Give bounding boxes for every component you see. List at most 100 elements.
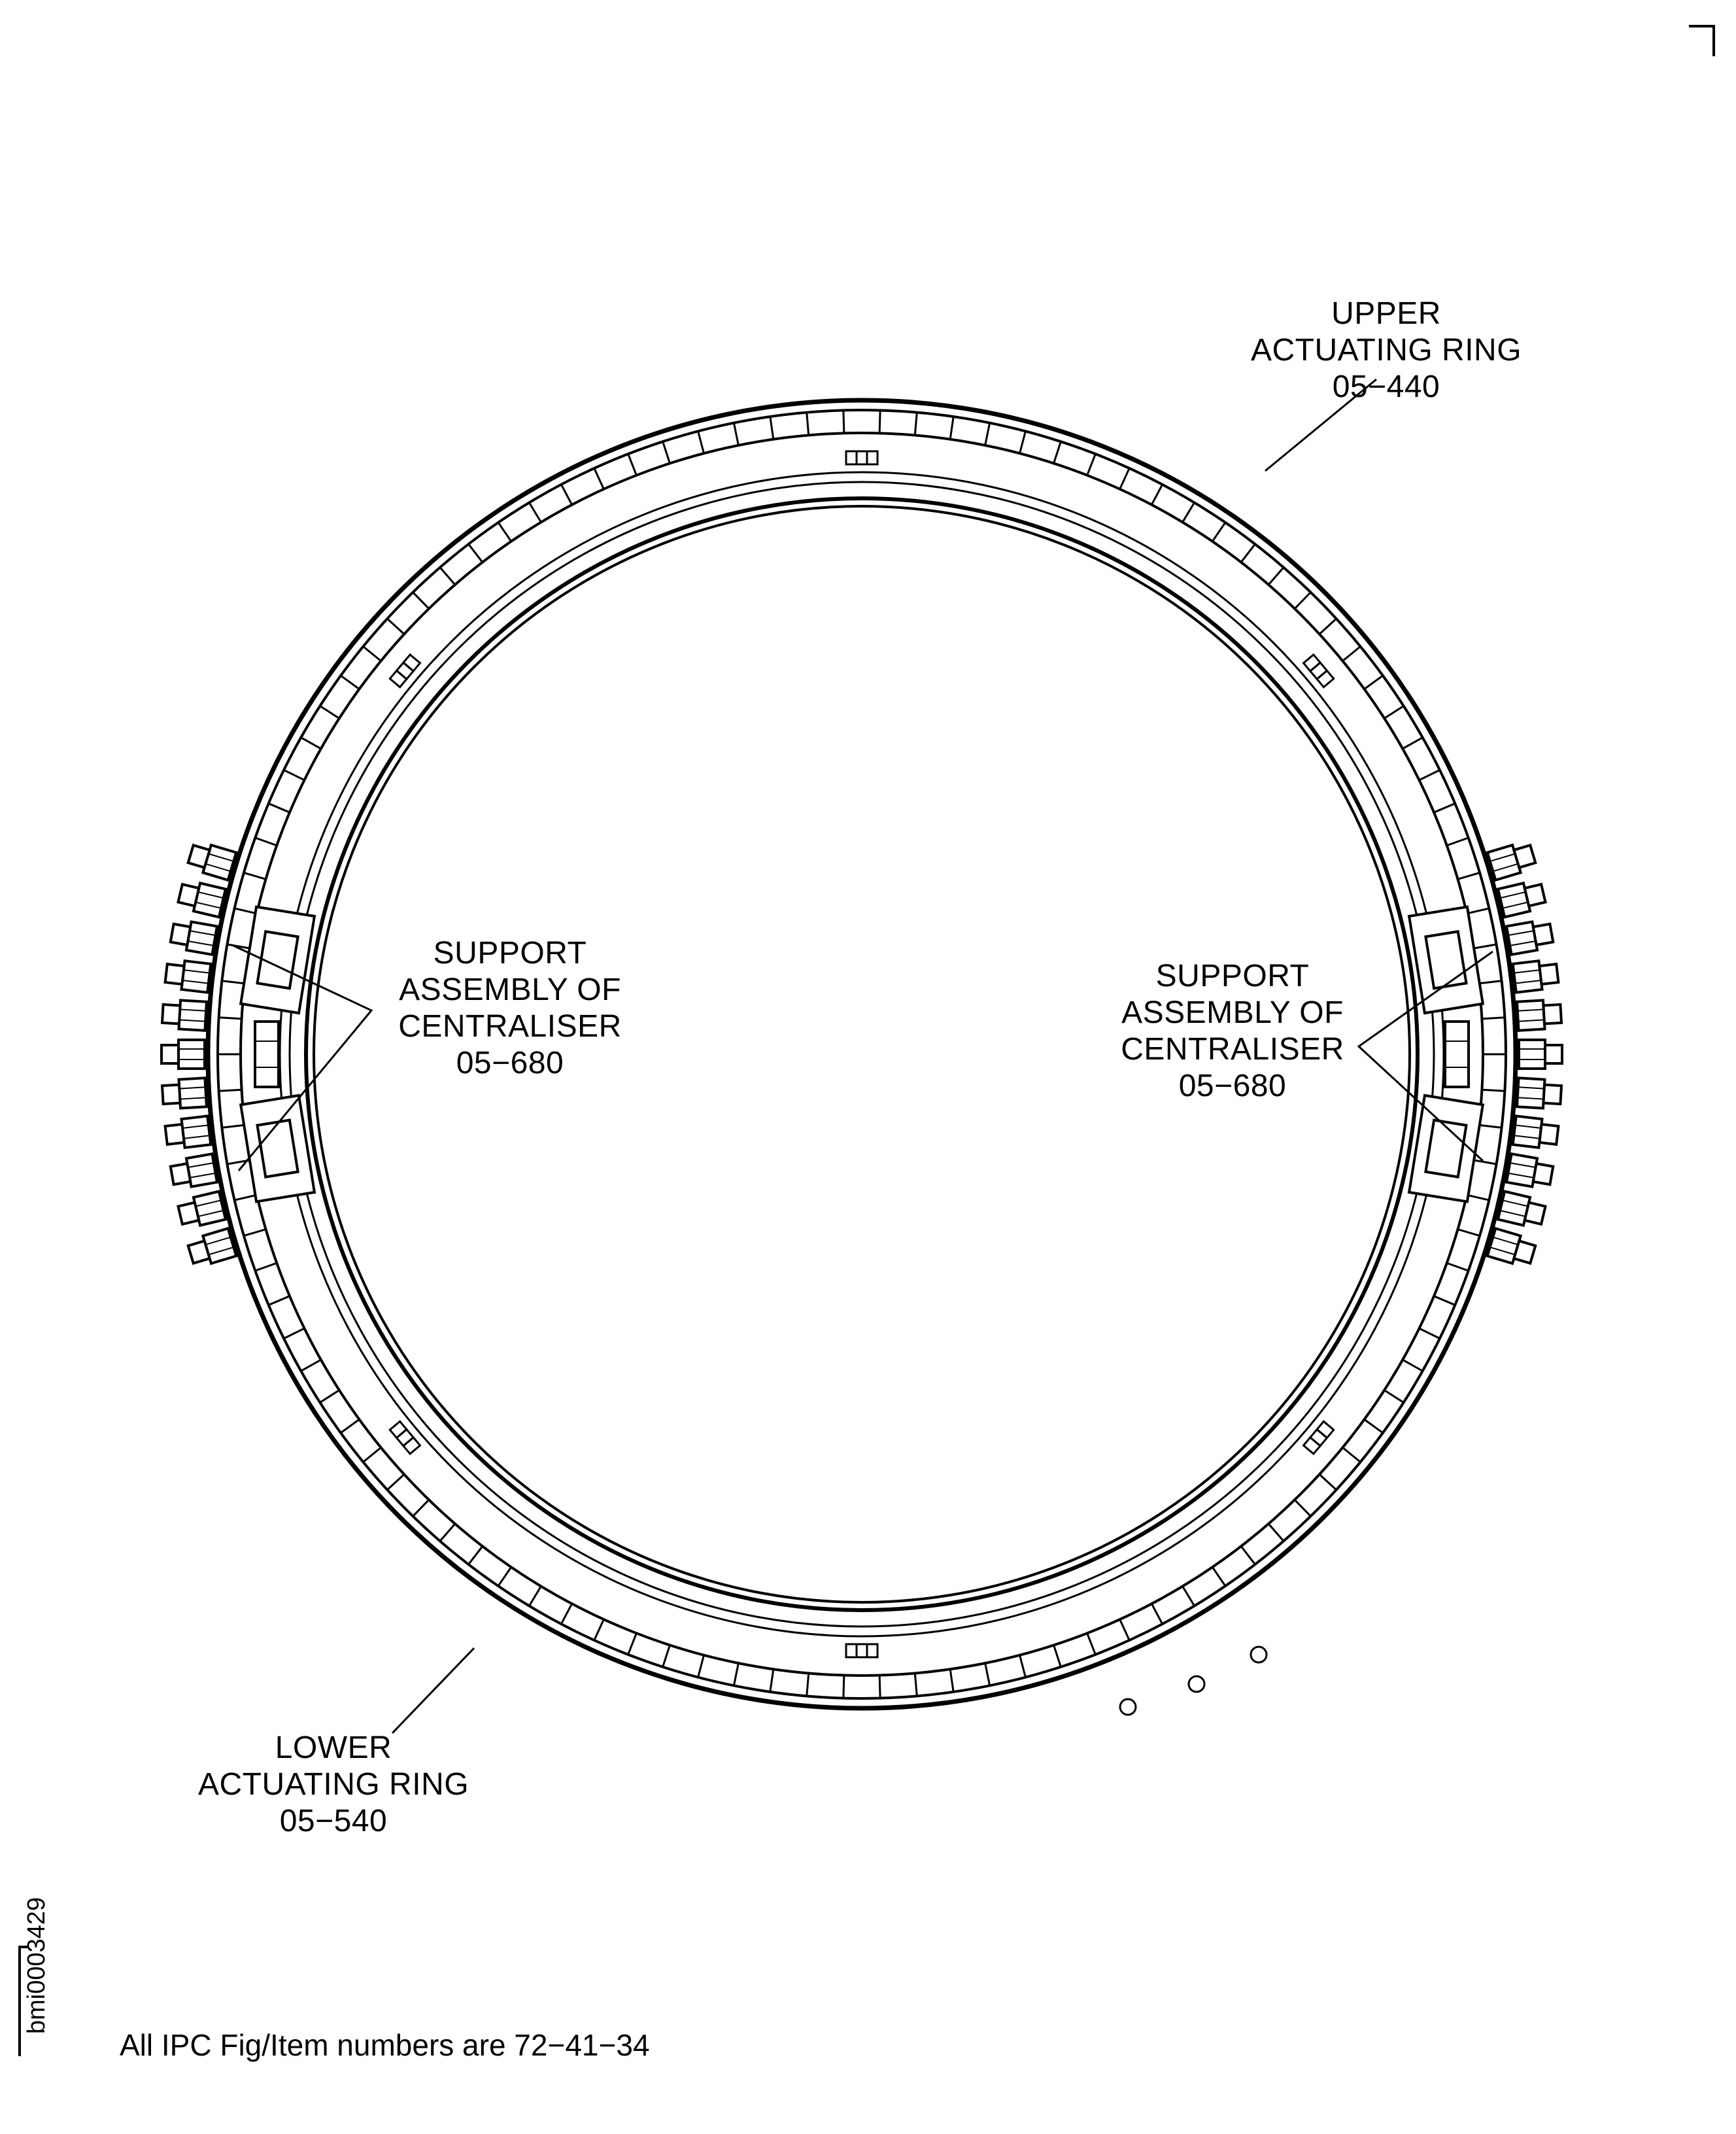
slot-block xyxy=(1316,669,1335,689)
vane-slot-mark xyxy=(283,1327,305,1339)
vane-slot-mark xyxy=(1318,1473,1337,1491)
mounting-hole xyxy=(1250,1645,1268,1664)
vane-slot-mark xyxy=(1211,522,1227,542)
bolt-body xyxy=(1511,959,1544,994)
outer-ring-edge xyxy=(205,398,1518,1711)
vane-slot-mark xyxy=(1363,674,1384,690)
centre-fitting xyxy=(1444,1020,1470,1088)
vane-slot-mark xyxy=(1478,980,1502,985)
upper-ring-leader xyxy=(1265,378,1377,472)
vane-slot-mark xyxy=(1457,872,1480,880)
bolt-line xyxy=(1514,969,1540,974)
bolt-nut xyxy=(1523,882,1547,908)
vane-slot-mark xyxy=(386,617,405,635)
bolt-head xyxy=(1518,1039,1563,1070)
slot-marker-group xyxy=(388,653,422,689)
web-line-inner xyxy=(288,481,1435,1628)
slot-block xyxy=(845,450,858,466)
slot-marker-group xyxy=(1302,653,1335,689)
bolt-line xyxy=(1489,853,1516,862)
centraliser-bracket xyxy=(1407,1093,1485,1203)
bolt-line xyxy=(1518,1019,1544,1022)
vane-slot-mark xyxy=(1473,1159,1497,1165)
vane-slot-mark xyxy=(1267,1523,1285,1542)
bolt-nut xyxy=(169,922,192,947)
slot-marker-group xyxy=(1302,1420,1335,1456)
vane-slot-mark xyxy=(984,1662,991,1686)
vane-slot-mark xyxy=(842,410,845,434)
vane-slot-mark xyxy=(1053,441,1062,464)
vane-slot-mark xyxy=(732,422,740,446)
bolt-line xyxy=(205,863,231,872)
bolt-nut xyxy=(1538,962,1560,986)
centraliser-bracket xyxy=(239,1093,316,1203)
vane-slot-mark xyxy=(1363,1419,1384,1434)
bolt-head xyxy=(160,1076,209,1110)
bracket-plate xyxy=(239,1093,316,1203)
vane-slot-mark xyxy=(913,1673,918,1696)
upper-actuating-ring-label: UPPER ACTUATING RING 05−440 xyxy=(1250,296,1522,404)
slot-marker-group xyxy=(845,1643,879,1659)
bolt-nut xyxy=(1542,1003,1563,1025)
vane-slot-mark xyxy=(1466,1194,1489,1201)
vane-slot-mark xyxy=(1384,1389,1404,1403)
bolt-line xyxy=(1493,1236,1518,1246)
support-right-leader xyxy=(1357,950,1493,1162)
bolt-line xyxy=(205,1236,231,1246)
bolt-head xyxy=(1505,1152,1555,1188)
bolt-line xyxy=(208,853,234,862)
vane-slot-mark xyxy=(1433,802,1455,814)
vane-slot-mark xyxy=(1294,1499,1312,1517)
bolt-head xyxy=(160,999,209,1032)
vane-slot-mark xyxy=(528,502,542,523)
centraliser-bracket xyxy=(239,905,316,1015)
bolt-body xyxy=(180,1114,213,1150)
bolt-nut xyxy=(186,843,212,870)
bolt-body xyxy=(1511,1114,1544,1150)
bolt-nut xyxy=(1531,1162,1555,1186)
bolt-nut xyxy=(1512,1239,1537,1265)
vane-slot-mark xyxy=(806,412,810,436)
bolt-body xyxy=(180,959,213,994)
bolt-body xyxy=(1518,1039,1546,1070)
bolt-nut xyxy=(177,1201,201,1226)
vane-slot-mark xyxy=(439,566,456,586)
vane-slot-mark xyxy=(769,416,775,439)
vane-slot-mark xyxy=(1384,705,1404,719)
vane-slot-mark xyxy=(627,1632,638,1655)
bolt-head xyxy=(186,1226,238,1265)
vane-slot-mark xyxy=(254,1262,277,1272)
bolt-body xyxy=(1515,1076,1546,1110)
vane-slot-mark xyxy=(283,769,305,782)
bolt-nut xyxy=(163,1122,186,1146)
bolt-line xyxy=(1514,1135,1540,1139)
bolt-nut xyxy=(1512,843,1537,870)
vane-slot-mark xyxy=(300,736,322,750)
bolt-head xyxy=(1511,959,1560,994)
vane-slot-mark xyxy=(439,1523,456,1542)
vane-slot-mark xyxy=(468,1545,484,1565)
vane-slot-mark xyxy=(560,1603,573,1625)
vane-slot-mark xyxy=(949,1669,955,1693)
vane-slot-mark xyxy=(1473,943,1497,950)
bolt-head xyxy=(160,1039,206,1070)
slot-marker-group xyxy=(388,1420,422,1456)
vane-slot-mark xyxy=(1402,736,1423,750)
vane-slot-mark xyxy=(319,1389,340,1403)
bolt-line xyxy=(179,1019,206,1022)
bolt-nut xyxy=(1542,1083,1563,1106)
vane-slot-mark xyxy=(243,872,266,880)
ring-assembly xyxy=(160,398,1563,1716)
bolt-nut xyxy=(186,1239,212,1265)
vane-slot-mark xyxy=(1267,566,1285,586)
bolt-line xyxy=(1500,891,1526,899)
bolt-line xyxy=(188,940,214,946)
vane-slot-mark xyxy=(268,802,290,814)
vane-slot-mark xyxy=(1418,769,1440,782)
bolt-head xyxy=(177,1190,228,1228)
bolt-line xyxy=(1508,930,1535,937)
vane-slot-mark xyxy=(340,1419,360,1434)
mounting-hole xyxy=(1187,1675,1206,1693)
bolt-line xyxy=(180,1097,207,1100)
bolt-line xyxy=(189,1172,216,1179)
